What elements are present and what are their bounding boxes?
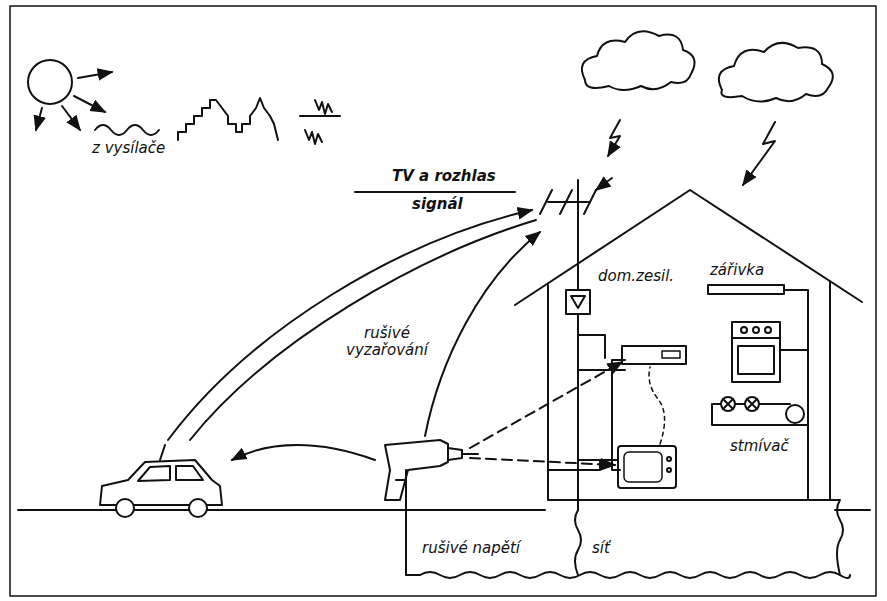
interference-arrow [232, 445, 375, 460]
noise-symbol [300, 100, 340, 144]
sun [28, 60, 112, 130]
house [515, 190, 862, 500]
interference-arrow [190, 220, 536, 440]
amplifier [566, 290, 590, 314]
coupling [649, 367, 665, 444]
interference-arrow [470, 362, 622, 448]
frame [10, 6, 876, 596]
drill [385, 440, 478, 500]
ground [18, 509, 545, 511]
car [100, 445, 222, 517]
sine-wave [95, 125, 159, 135]
cloud [582, 31, 695, 90]
step-wave [178, 98, 278, 140]
mains-wire [784, 290, 808, 500]
mains [406, 470, 850, 578]
cloud [719, 43, 833, 102]
signal-label: signál [410, 196, 465, 213]
receiver [622, 346, 686, 364]
source-label: z vysílače [90, 140, 167, 157]
lamp-label: zářivka [708, 262, 766, 279]
mains-wire [406, 460, 843, 575]
lamps-dimmer [712, 397, 808, 425]
fluorescent-tube [708, 285, 784, 294]
dimmer-label: stmívač [728, 438, 791, 455]
interference-arrow [168, 210, 532, 440]
antenna-cable [577, 314, 579, 510]
interference-label: rušivé vyzařování [330, 325, 444, 360]
mains-label: síť [590, 540, 612, 557]
signal-line [355, 191, 515, 193]
tv-set [618, 446, 676, 488]
lightning [743, 122, 775, 185]
voltage-label: rušivé napětí [420, 540, 522, 557]
signal-label: TV a rozhlas [390, 168, 498, 185]
interference-arrow [470, 458, 615, 465]
stove [732, 322, 780, 382]
lightning [608, 120, 620, 156]
amplifier-label: dom.zesil. [596, 268, 676, 285]
